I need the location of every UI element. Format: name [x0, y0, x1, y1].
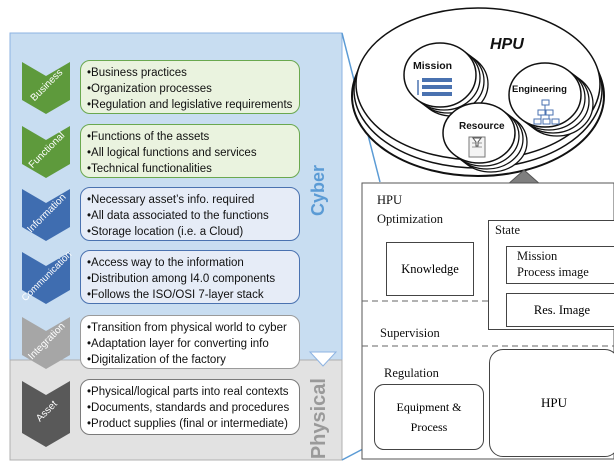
resource-bubble-label: Resource	[459, 121, 505, 132]
list-item: •Business practices	[87, 67, 187, 79]
chevron-communication	[22, 252, 70, 304]
hpu-cluster-title: HPU	[490, 36, 524, 53]
list-item: •All logical functions and services	[87, 147, 257, 159]
chevron-information	[22, 189, 70, 241]
mission-process-image-box: Mission Process image	[506, 246, 614, 284]
layer-box-asset: •Physical/logical parts into real contex…	[80, 379, 300, 435]
process-image-label: Process image	[517, 265, 589, 279]
hpu-regulation-box: HPU	[489, 349, 614, 457]
hpu-detail-title: HPU	[377, 193, 403, 207]
mission-list-icon	[417, 78, 452, 96]
engineering-bubble	[508, 62, 594, 137]
supervision-label: Supervision	[380, 326, 440, 340]
list-item: •Product supplies (final or intermediate…	[87, 418, 288, 430]
state-label: State	[495, 223, 520, 237]
layer-box-integration: •Transition from physical world to cyber…	[80, 315, 300, 369]
list-item: •Follows the ISO/OSI 7-layer stack	[87, 289, 264, 301]
layer-box-functional: •Functions of the assets •All logical fu…	[80, 124, 300, 178]
chevron-integration	[22, 317, 70, 369]
list-item: •Regulation and legislative requirements	[87, 99, 293, 111]
res-image-box: Res. Image	[506, 293, 614, 327]
knowledge-box: Knowledge	[386, 242, 474, 296]
list-item: •Documents, standards and procedures	[87, 402, 290, 414]
list-item: •Physical/logical parts into real contex…	[87, 386, 289, 398]
list-item: •Storage location (i.e. a Cloud)	[87, 226, 244, 238]
list-item: •Transition from physical world to cyber	[87, 322, 287, 334]
physical-zone-label: Physical	[308, 378, 330, 460]
list-item: •Necessary asset’s info. required	[87, 194, 255, 206]
list-item: •Adaptation layer for converting info	[87, 338, 269, 350]
list-item: •Digitalization of the factory	[87, 354, 226, 366]
mission-label: Mission	[517, 249, 558, 263]
list-item: •Technical functionalities	[87, 163, 212, 175]
list-item: •Access way to the information	[87, 257, 244, 269]
chevron-functional	[22, 126, 70, 178]
mission-bubble-label: Mission	[413, 60, 453, 72]
document-filter-icon	[468, 136, 486, 158]
list-item: •All data associated to the functions	[87, 210, 269, 222]
equipment-process-box: Equipment & Process	[374, 384, 484, 450]
equipment-label: Equipment &	[396, 400, 462, 414]
cyber-zone-label: Cyber	[308, 165, 328, 217]
chevron-business	[22, 62, 70, 114]
knowledge-label: Knowledge	[401, 261, 459, 276]
hierarchy-icon	[533, 99, 560, 125]
res-image-label: Res. Image	[533, 302, 591, 317]
process-label: Process	[410, 420, 448, 434]
engineering-bubble-label: Engineering	[512, 84, 567, 95]
list-item: •Distribution among I4.0 components	[87, 273, 276, 285]
layer-box-business: •Business practices •Organization proces…	[80, 60, 300, 114]
optimization-label: Optimization	[377, 212, 443, 226]
cyber-physical-separator-arrow	[308, 351, 338, 367]
list-item: •Organization processes	[87, 83, 212, 95]
chevron-asset	[22, 381, 70, 447]
hpu-box-label: HPU	[540, 395, 567, 410]
list-item: •Functions of the assets	[87, 131, 210, 143]
regulation-label: Regulation	[384, 366, 439, 380]
layer-box-communication: •Access way to the information •Distribu…	[80, 250, 300, 304]
layer-box-information: •Necessary asset’s info. required •All d…	[80, 187, 300, 241]
